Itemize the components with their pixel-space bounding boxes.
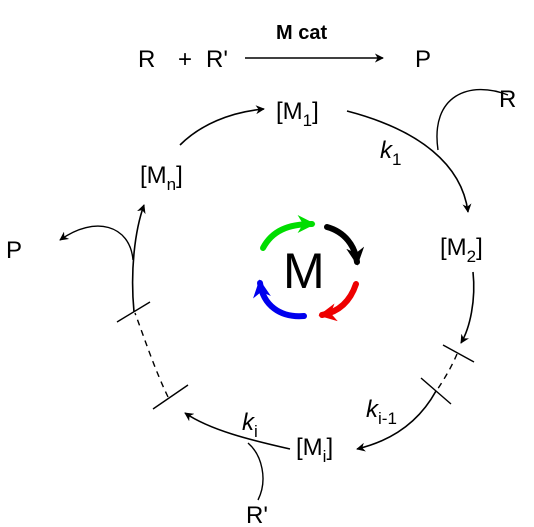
catalyst-label: M cat xyxy=(276,22,327,44)
cycle-arrow-blue xyxy=(253,279,307,320)
rate-ki: ki xyxy=(242,409,258,441)
r-prime-input-curve xyxy=(247,442,264,501)
product-p: P xyxy=(415,46,431,73)
plus-sign: + xyxy=(178,46,192,73)
break-mark-right-upper xyxy=(442,344,475,363)
input-r-prime: R' xyxy=(246,502,268,527)
species-mn: [Mn] xyxy=(140,162,183,194)
species-mi: [Mi] xyxy=(296,434,333,466)
cycle-arrow-red xyxy=(318,281,359,322)
r-input-curve xyxy=(436,88,509,151)
p-output-arrow xyxy=(59,225,134,261)
cycle-arrow-green xyxy=(260,215,316,251)
reactant-r: R xyxy=(138,46,155,73)
arrow-to-mi xyxy=(356,390,437,452)
dashed-gap-left xyxy=(134,312,169,398)
break-mark-left-lower xyxy=(152,384,189,410)
species-m2: [M2] xyxy=(440,234,483,266)
input-r: R xyxy=(499,86,516,113)
rate-k-i-minus-1: ki-1 xyxy=(366,396,397,428)
arrow-to-mn xyxy=(131,204,146,313)
reactant-r-prime: R' xyxy=(206,46,228,73)
arrow-mi-to-left xyxy=(184,412,291,450)
output-p: P xyxy=(6,237,22,264)
center-m-label: M xyxy=(283,243,325,299)
arrow-mn-to-m1 xyxy=(179,105,265,146)
species-m1: [M1] xyxy=(276,98,319,130)
arrow-m2-down xyxy=(460,271,475,344)
arrow-m1-to-m2 xyxy=(346,110,472,213)
cycle-arrow-black xyxy=(324,224,365,266)
dashed-gap-right xyxy=(436,353,458,391)
rate-k1: k1 xyxy=(380,137,401,169)
